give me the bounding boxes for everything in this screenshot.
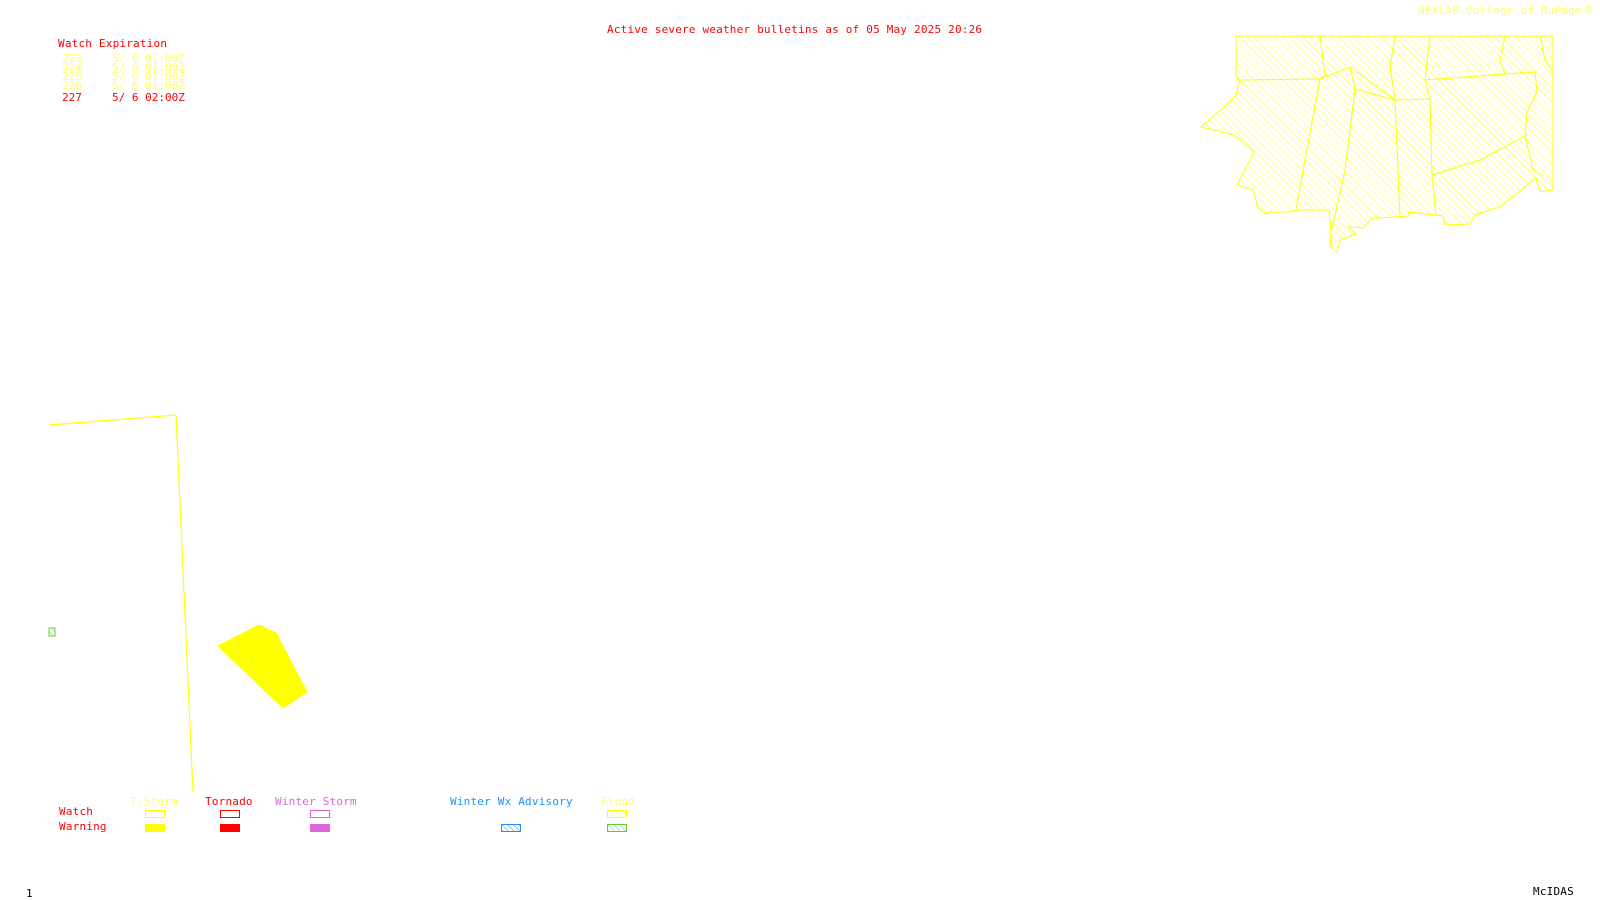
legend-category-tstorm: T-Storm	[130, 795, 178, 808]
tstorm-warning-swatch	[145, 824, 165, 832]
watch-table-heading: Watch Expiration	[58, 37, 168, 50]
watch-number: 227	[62, 91, 82, 104]
legend-row-watch: Watch	[59, 805, 94, 818]
legend-category-flood: Flood	[601, 795, 636, 808]
flood-watch-swatch	[607, 810, 627, 818]
boundary-line	[1431, 134, 1528, 176]
boundary-line	[1499, 35, 1506, 75]
tstorm-watch-swatch	[145, 810, 165, 818]
watch-number: 223	[62, 52, 82, 65]
flood-watch-area	[1199, 35, 1554, 253]
watch-expiration: 5/ 6 01:00Z	[112, 79, 185, 92]
watch-row[interactable]: 223 5/ 6 01:00Z	[62, 52, 185, 65]
boundary-line	[1539, 35, 1554, 73]
boundary-line	[1389, 35, 1396, 101]
frame-number: 1	[26, 887, 33, 900]
software-label: McIDAS	[1533, 885, 1574, 898]
boundary-line	[1235, 78, 1321, 81]
tornado-warning-swatch	[220, 824, 240, 832]
map-boundary-line	[48, 414, 194, 793]
winter-storm-warning-swatch	[310, 824, 330, 832]
watch-row[interactable]: 224 5/ 6 01:00Z	[62, 61, 185, 74]
winter-storm-watch-swatch	[310, 810, 330, 818]
watch-number: 225	[62, 70, 82, 83]
boundary-line	[1424, 35, 1437, 216]
legend-category-winter-wx-advisory: Winter Wx Advisory	[450, 795, 573, 808]
watch-row[interactable]: 226 5/ 6 01:00Z	[62, 79, 185, 92]
flood-warning-swatch	[607, 824, 627, 832]
legend-row-warning: Warning	[59, 820, 107, 833]
legend-category-tornado: Tornado	[205, 795, 253, 808]
watch-expiration: 5/ 6 01:00Z	[112, 52, 185, 65]
watch-row[interactable]: 225 5/ 6 01:00Z	[62, 70, 185, 83]
credit-label: NEXLAB-College of DuPage	[1418, 4, 1582, 17]
legend-category-winter-storm: Winter Storm	[275, 795, 357, 808]
watch-row[interactable]: 227 5/ 6 02:00Z	[62, 91, 185, 104]
tornado-watch-swatch	[220, 810, 240, 818]
page-title: Active severe weather bulletins as of 05…	[607, 23, 983, 36]
watch-expiration: 5/ 6 02:00Z	[112, 91, 185, 104]
winter-wx-advisory-swatch	[501, 824, 521, 832]
watch-expiration: 5/ 6 01:00Z	[112, 70, 185, 83]
flood-watch-polygon	[1199, 35, 1554, 253]
credit-logo-icon: R	[1585, 4, 1593, 17]
flood-warning-fragment	[48, 627, 56, 637]
thunderstorm-warning-polygon	[217, 624, 308, 709]
watch-expiration: 5/ 6 01:00Z	[112, 61, 185, 74]
watch-number: 224	[62, 61, 82, 74]
boundary-line	[1524, 71, 1544, 177]
watch-number: 226	[62, 79, 82, 92]
